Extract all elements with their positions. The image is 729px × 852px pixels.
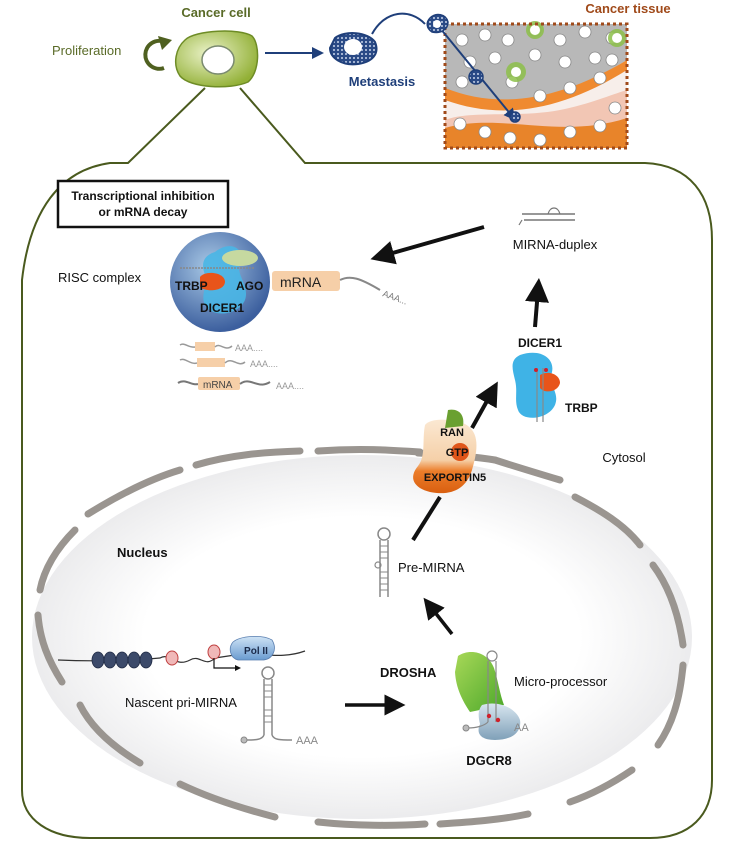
decay-tail-3: AAA.... (276, 381, 304, 391)
proliferation-arrowhead-icon (158, 36, 172, 50)
risc-complex-label: RISC complex (58, 270, 142, 285)
dicer-to-duplex-arrow (525, 278, 549, 328)
risc-dicer-label: DICER1 (200, 301, 244, 315)
proliferation-label: Proliferation (52, 43, 121, 58)
decaying-mrna-list: AAA.... AAA.... mRNA AAA.... (177, 342, 304, 391)
microprocessor-to-pre-mirna-arrow (423, 597, 454, 636)
cancer-cell-label: Cancer cell (181, 5, 250, 20)
cancer-tissue-label: Cancer tissue (585, 1, 670, 16)
risc-trbp-label: TRBP (175, 279, 208, 293)
exportin5-complex-icon (413, 409, 477, 494)
microprocessor-tail: AA (514, 722, 529, 734)
outcome-line2: or mRNA decay (99, 205, 188, 219)
duplex-to-risc-arrow (370, 225, 485, 265)
metastasis-label: Metastasis (349, 74, 415, 89)
chromatin-icon (57, 644, 306, 671)
pre-mirna-label: Pre-MIRNA (398, 560, 465, 575)
top-section: Cancer cell Proliferation Metastasis Can… (52, 1, 671, 150)
risc-trbp-shape (200, 272, 225, 291)
nascent-tail: AAA (296, 735, 319, 747)
outcome-line1: Transcriptional inhibition (71, 189, 214, 203)
nucleus-label: Nucleus (117, 545, 168, 560)
cancer-cell-nucleus-icon (201, 45, 235, 75)
trbp-shape (540, 372, 560, 392)
pri-mirna-hairpin-icon (240, 666, 293, 744)
dgcr8-label: DGCR8 (466, 753, 512, 768)
decay-tail-2: AAA.... (250, 359, 278, 369)
pol2-icon (229, 636, 275, 661)
cancer-tissue-image (426, 13, 629, 150)
trbp-label: TRBP (565, 401, 598, 415)
ran-shape (445, 409, 464, 428)
decay-tail-1: AAA.... (235, 343, 263, 353)
mrna-block (272, 271, 340, 291)
pre-mirna-to-exportin-arrow (411, 495, 442, 542)
gtp-shape (451, 443, 469, 461)
exportin-to-dicer-arrow (470, 381, 498, 429)
gtp-label: GTP (446, 447, 469, 459)
cytosol-label: Cytosol (602, 450, 645, 465)
dgcr8-shape (478, 703, 521, 740)
nucleus-region (32, 455, 692, 819)
dicer1-label: DICER1 (518, 336, 562, 350)
proliferation-cycle-icon (143, 38, 166, 71)
metastatic-cell-nucleus-icon (344, 39, 362, 55)
nuclear-envelope (34, 445, 687, 829)
decay-mrna-label: mRNA (203, 380, 233, 391)
exportin5-shape (413, 419, 477, 494)
nascent-pri-mirna-label: Nascent pri-MIRNA (125, 695, 237, 710)
metastasis-path (371, 12, 426, 35)
microprocessor-label: Micro-processor (514, 674, 608, 689)
ran-label: RAN (440, 427, 464, 439)
mirna-duplex-icon (518, 207, 575, 226)
drosha-label: DROSHA (380, 665, 437, 680)
mrna-strand (339, 276, 381, 291)
risc-complex-icon (170, 232, 270, 332)
dicer-complex-icon (512, 352, 560, 422)
outcome-box (56, 179, 230, 229)
mrna-label: mRNA (280, 274, 322, 290)
risc-ago-shape (222, 250, 258, 266)
exportin5-label: EXPORTIN5 (424, 472, 486, 484)
microprocessor-icon (455, 650, 521, 740)
pol2-label: Pol II (244, 646, 268, 657)
drosha-shape (455, 652, 504, 712)
mirna-duplex-label: MIRNA-duplex (513, 237, 598, 252)
pre-mirna-hairpin-icon (374, 527, 391, 597)
risc-ago-label: AGO (236, 279, 263, 293)
